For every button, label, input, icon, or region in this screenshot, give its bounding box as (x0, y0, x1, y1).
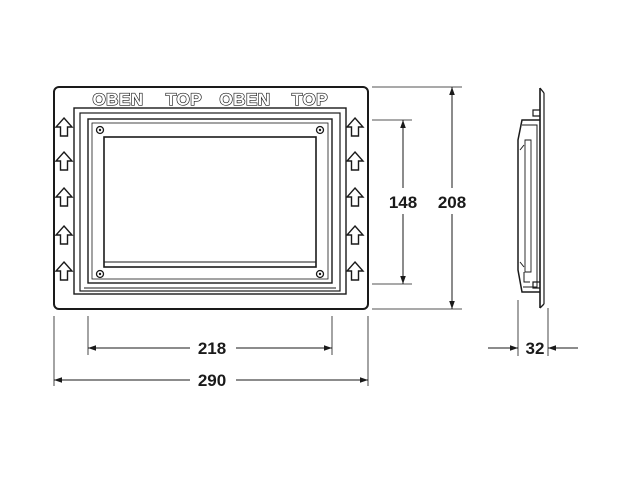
dimension-label-148: 148 (389, 193, 417, 212)
dimension-label-218: 218 (198, 339, 226, 358)
up-arrow-icon (346, 261, 364, 281)
front-view: OBEN TOP OBEN TOP (53, 86, 369, 310)
up-arrow-icon (55, 187, 73, 207)
dimension-208: 208 (372, 86, 466, 310)
frame-label-top: TOP (166, 90, 202, 109)
frame-label-top: TOP (292, 90, 328, 109)
dimension-148: 148 (372, 119, 417, 285)
box-outline (79, 112, 341, 292)
dimension-32: 32 (488, 300, 578, 358)
dimension-label-32: 32 (526, 339, 545, 358)
outer-frame (53, 86, 369, 310)
up-arrow-icon (346, 117, 364, 137)
frame-label-oben: OBEN (92, 90, 143, 109)
dimension-label-290: 290 (198, 371, 226, 390)
dimension-218: 218 (87, 316, 333, 358)
up-arrow-icon (346, 225, 364, 245)
mounting-plate (87, 118, 333, 284)
side-view (517, 87, 545, 309)
dimension-290: 290 (53, 316, 369, 390)
screw-icon (95, 125, 105, 135)
screw-icon (315, 269, 325, 279)
dimension-label-208: 208 (438, 193, 466, 212)
up-arrow-icon (55, 261, 73, 281)
frame-label-oben: OBEN (219, 90, 270, 109)
side-body (517, 119, 540, 293)
up-arrow-icon (55, 151, 73, 171)
up-arrow-icon (346, 187, 364, 207)
up-arrow-icon (55, 225, 73, 245)
mounting-plate-inner (91, 122, 329, 280)
central-opening (103, 136, 317, 268)
screw-icon (315, 125, 325, 135)
inner-flange-edge (73, 107, 347, 295)
up-arrow-icon (346, 151, 364, 171)
screw-icon (95, 269, 105, 279)
up-arrow-icon (55, 117, 73, 137)
